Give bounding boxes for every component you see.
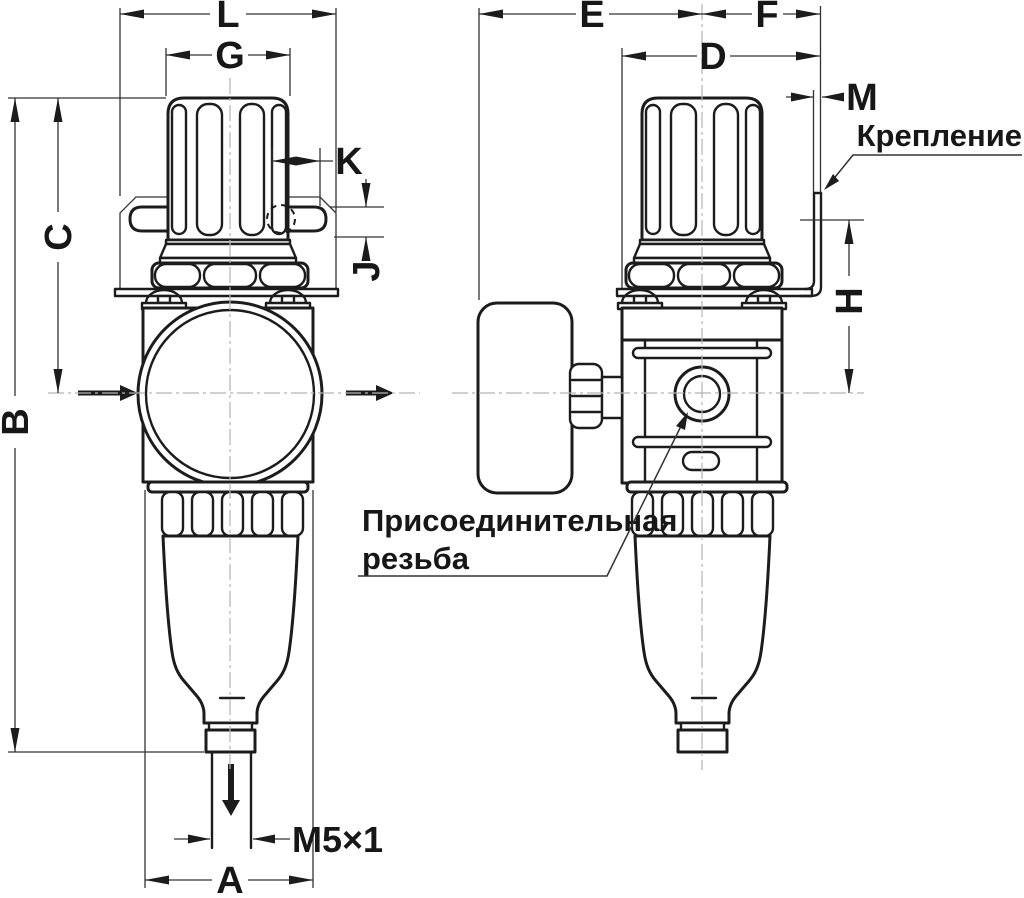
knob-ribs-side — [644, 102, 762, 237]
dim-label-D: D — [699, 36, 726, 78]
dim-label-C: C — [38, 223, 80, 250]
dim-label-A: A — [216, 860, 243, 898]
port-thread-label-line2: резьба — [362, 541, 470, 576]
port-thread-label-line1: Присоединительная — [362, 503, 677, 538]
port-thread-leader-arrow-icon — [676, 412, 688, 430]
dim-label-J: J — [346, 260, 388, 281]
mounting-bracket — [798, 191, 823, 298]
lock-nut-facets-side — [627, 262, 781, 289]
annotations: M5×1 Крепление Присоединительная резьба — [292, 118, 1022, 860]
gauge-nut-side — [568, 362, 604, 430]
dim-label-M: M — [846, 77, 878, 119]
extension-lines — [8, 6, 864, 888]
bowl-lip-front — [146, 480, 310, 494]
centerlines — [48, 4, 864, 772]
pressure-gauge-side — [476, 301, 574, 495]
body-recess-side — [681, 450, 721, 472]
hidden-hole-dashed-circle — [266, 204, 296, 234]
dim-label-H: H — [829, 287, 871, 314]
drain-flow-arrow-icon — [222, 764, 240, 816]
front-view — [78, 96, 394, 850]
mounting-plate-side — [615, 287, 814, 298]
side-view — [476, 96, 823, 754]
bowl-ribs-side — [630, 490, 775, 538]
drain-thread-label: M5×1 — [292, 819, 383, 860]
port-thread-leader-line — [358, 419, 685, 577]
spring-screw-right — [264, 288, 312, 311]
lock-nut-ring-side — [624, 261, 784, 290]
dimensions: L G K J C B A E F D M H — [0, 0, 878, 898]
bracket-leader-line — [826, 154, 1022, 188]
dim-label-F: F — [755, 0, 778, 36]
dim-label-K: K — [335, 141, 363, 183]
dim-label-L: L — [216, 0, 239, 36]
left-wing — [128, 205, 180, 233]
spring-screw-side-right — [740, 288, 788, 311]
flow-out-arrow-icon — [346, 385, 394, 401]
dim-label-B: B — [0, 408, 37, 435]
bowl-ribs-front — [160, 490, 305, 538]
dimension-arrowheads — [10, 9, 854, 885]
knob-collar-taper-front — [158, 242, 298, 260]
bracket-leader-arrow-icon — [824, 174, 839, 190]
dim-label-E: E — [579, 0, 604, 36]
right-wing — [276, 205, 328, 233]
dim-label-G: G — [215, 35, 245, 77]
bracket-label: Крепление — [857, 118, 1022, 153]
mounting-plate-front — [113, 287, 340, 298]
gauge-stem-side — [600, 375, 624, 420]
